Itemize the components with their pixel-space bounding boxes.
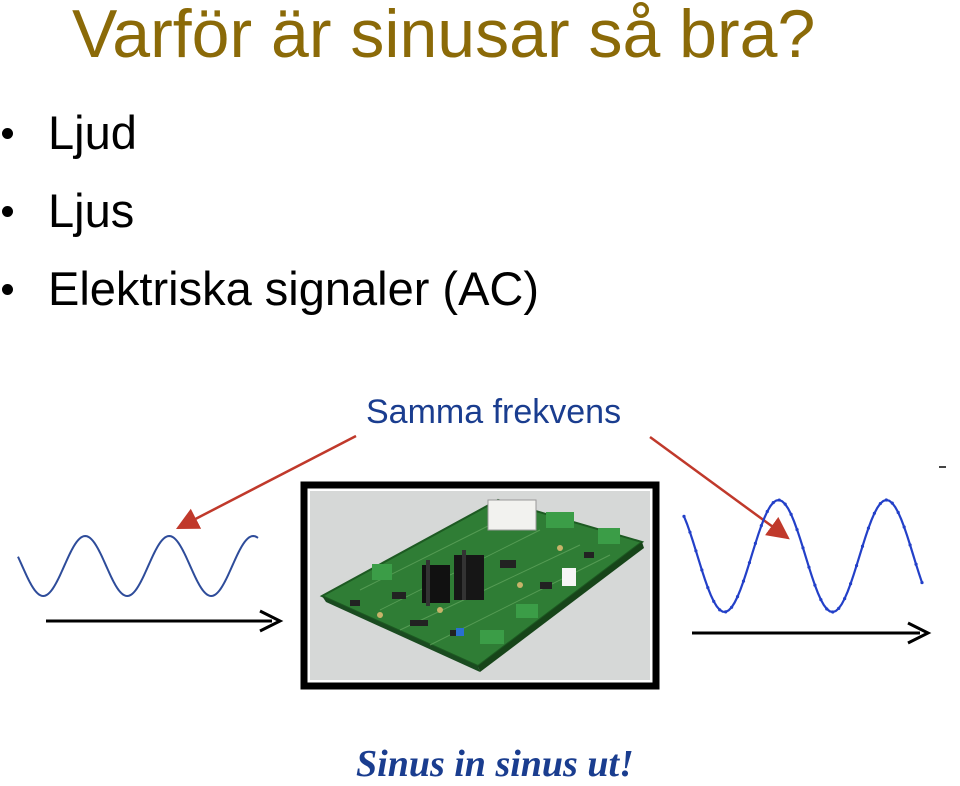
bullet-text: Ljus [48, 184, 135, 237]
wave-sample-dot [878, 501, 882, 506]
wave-sample-dot [902, 525, 906, 529]
wave-sample-dot [860, 544, 865, 548]
wave-sample-dot [700, 568, 704, 572]
wave-sample-dot [724, 610, 728, 614]
wave-sample-dot [872, 511, 877, 515]
wave-sample-dot [741, 579, 746, 583]
wave-sample-dot [813, 583, 817, 587]
wave-sample-dot [783, 502, 787, 506]
tick-mark [939, 466, 946, 468]
wave-sample-dot [819, 598, 823, 602]
wave-sample-dot [890, 501, 894, 505]
bullet-text: Ljud [48, 106, 137, 159]
wave-sample-dot [831, 610, 835, 614]
wave-sample-dot [777, 498, 781, 502]
bullet-dot-icon [2, 284, 13, 295]
wave-sample-dot [843, 596, 847, 601]
wave-sample-dot [688, 530, 692, 534]
output-axis-arrow-icon [692, 621, 932, 645]
wave-sample-dot [718, 608, 722, 612]
wave-sample-dot [801, 546, 805, 550]
wave-sample-dot [712, 599, 716, 604]
wave-sample-dot [795, 527, 799, 532]
output-wave-samples [682, 498, 924, 614]
callout-label: Samma frekvens [366, 393, 622, 431]
wave-sample-dot [849, 582, 853, 586]
wave-sample-dot [866, 526, 871, 530]
wave-sample-dot [706, 585, 710, 590]
wave-sample-dot [807, 565, 811, 569]
wave-sample-dot [914, 562, 918, 566]
wave-sample-dot [908, 543, 912, 547]
wave-sample-dot [825, 607, 829, 611]
wave-sample-dot [747, 561, 752, 565]
wave-sample-dot [920, 580, 924, 585]
wave-sample-dot [789, 512, 793, 516]
wave-sample-dot [896, 510, 900, 515]
circuit-board-image [300, 481, 660, 690]
bullet-dot-icon [2, 128, 13, 139]
wave-sample-dot [837, 606, 841, 610]
wave-sample-dot [735, 595, 740, 599]
wave-sample-dot [771, 500, 775, 505]
slide-title: Varför är sinusar så bra? [72, 0, 816, 72]
input-axis-arrow-icon [46, 609, 284, 633]
wave-sample-dot [694, 549, 698, 553]
bullet-dot-icon [2, 206, 13, 217]
wave-sample-dot [884, 498, 888, 502]
wave-sample-dot [854, 563, 859, 568]
callout-arrow-right [649, 435, 790, 540]
footer-caption: Sinus in sinus ut! [356, 743, 634, 785]
input-sine-wave-icon [17, 535, 259, 597]
wave-sample-dot [682, 514, 686, 519]
bullet-text: Elektriska signaler (AC) [48, 262, 540, 315]
wave-sample-dot [730, 605, 734, 609]
wave-sample-dot [753, 541, 758, 546]
output-sine-wave-icon [682, 498, 924, 614]
wave-sample-dot [759, 524, 763, 528]
callout-arrow-left [176, 434, 357, 530]
wave-sample-dot [765, 509, 769, 514]
